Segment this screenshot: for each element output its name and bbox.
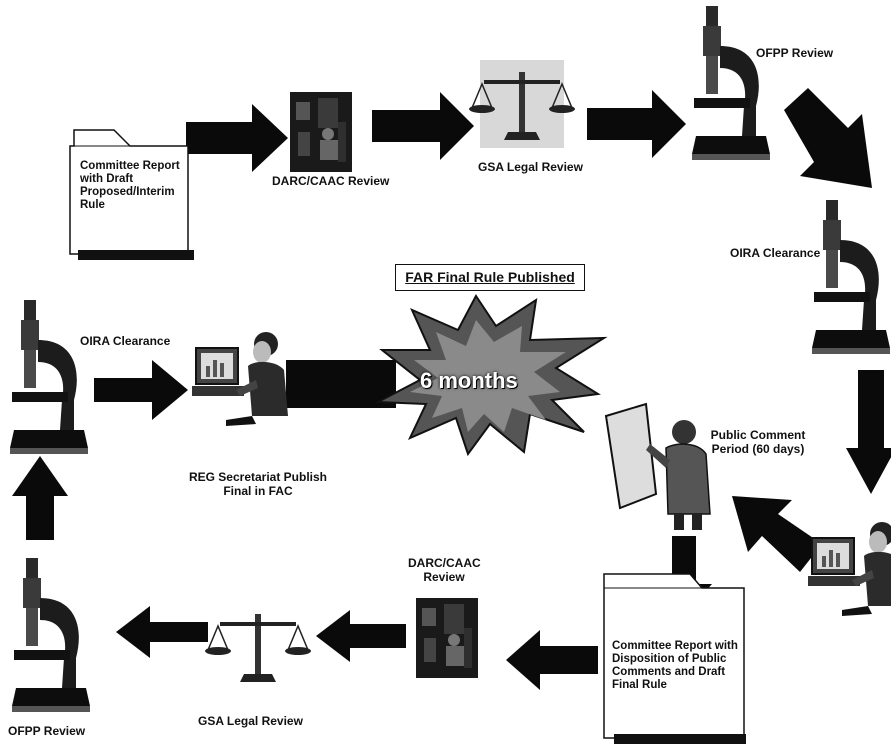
diagram-title: FAR Final Rule Published — [395, 264, 585, 291]
microscope-icon — [10, 300, 88, 454]
presenter-icon — [604, 402, 711, 530]
step-ofpp-review-bottom: OFPP Review — [8, 724, 86, 738]
arrow-icon — [372, 92, 474, 160]
step-committee-report-final: Committee Report with Disposition of Pub… — [612, 640, 738, 691]
arrow-icon — [587, 90, 686, 158]
woman-at-computer-icon — [807, 521, 891, 617]
burst-label: 6 months — [420, 368, 518, 393]
meeting-photo-icon — [416, 598, 478, 678]
arrow-icon — [506, 630, 598, 690]
microscope-icon — [812, 200, 890, 354]
step-committee-report-draft: Committee Report with Draft Proposed/Int… — [80, 160, 180, 211]
scales-of-justice-icon — [468, 60, 576, 148]
step-public-comment-period: Public Comment Period (60 days) — [710, 428, 806, 456]
arrow-icon — [784, 88, 872, 188]
arrow-icon — [186, 104, 288, 172]
step-reg-secretariat: REG Secretariat Publish Final in FAC — [188, 470, 328, 498]
arrow-icon — [846, 370, 891, 494]
arrow-icon — [12, 456, 68, 540]
step-darc-caac-review-top: DARC/CAAC Review — [272, 174, 390, 188]
arrow-icon — [94, 360, 188, 420]
arrow-icon — [316, 610, 406, 662]
step-gsa-legal-review-top: GSA Legal Review — [478, 160, 583, 174]
step-ofpp-review-top: OFPP Review — [756, 46, 834, 60]
microscope-icon — [12, 558, 90, 712]
step-gsa-legal-review-bottom: GSA Legal Review — [198, 714, 303, 728]
arrow-icon — [732, 496, 822, 572]
step-oira-clearance-right: OIRA Clearance — [730, 246, 821, 260]
arrow-icon — [116, 606, 208, 658]
step-darc-caac-review-bottom: DARC/CAAC Review — [408, 556, 481, 584]
folder-icon — [69, 129, 189, 255]
step-oira-clearance-left: OIRA Clearance — [80, 334, 171, 348]
woman-at-computer-icon — [191, 331, 289, 427]
meeting-photo-icon — [290, 92, 352, 172]
microscope-icon — [692, 6, 770, 160]
burst-icon — [374, 294, 608, 457]
folder-icon — [603, 573, 745, 739]
scales-of-justice-icon — [204, 613, 312, 683]
arrow-icon — [286, 360, 396, 408]
